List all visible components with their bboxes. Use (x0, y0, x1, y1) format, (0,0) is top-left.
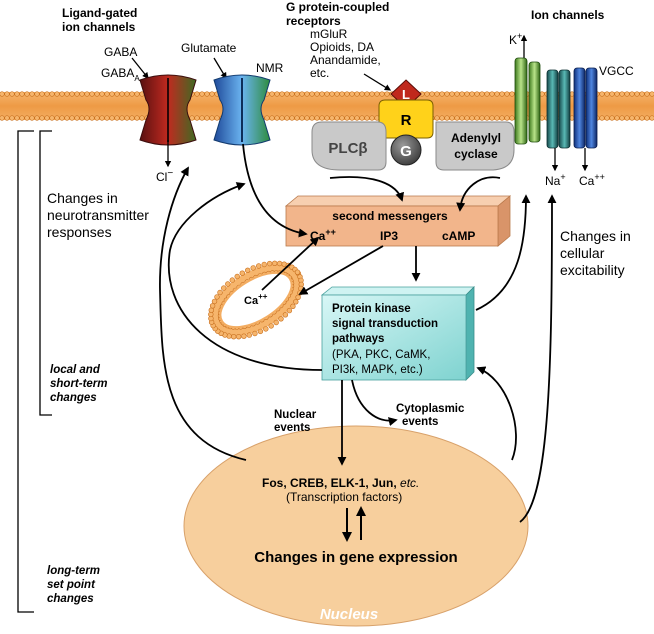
glutamate-label: Glutamate (181, 41, 237, 55)
gpcr-ligand-arrow (363, 73, 392, 91)
nuclear-events-label: Nuclear (274, 409, 317, 421)
cl-label: Cl− (156, 168, 173, 184)
nuclear-events-label-2: events (274, 422, 310, 434)
plc-label: PLCβ (328, 140, 367, 157)
gabaa-label: GABAA (101, 66, 140, 83)
long-term-label: long-term (47, 565, 100, 577)
er-to-ca-arrow (261, 236, 320, 291)
na-channel (546, 69, 571, 149)
na-label: Na+ (545, 172, 566, 188)
ligand-gated-header: Ligand-gated (62, 6, 137, 20)
kinase-line-1: Protein kinase (332, 303, 411, 315)
local-changes-label: local and (50, 364, 101, 376)
nt-responses-label-3: responses (47, 224, 112, 240)
nt-responses-label-2: neurotransmitter (47, 207, 149, 223)
gpcr-header-2: receptors (286, 14, 341, 28)
gpcr-header: G protein-coupled (286, 0, 389, 14)
tf-line-1: Fos, CREB, ELK-1, Jun, etc. (262, 476, 419, 490)
receptor-r-label: R (401, 112, 412, 129)
kinase-line-5: PI3k, MAPK, etc.) (332, 364, 423, 376)
kinase-to-nmr-feedback (167, 182, 323, 371)
nucleus-to-kinase-feedback (476, 366, 517, 461)
inner-bracket (39, 130, 52, 416)
cyclase-label: cyclase (454, 147, 498, 161)
g-protein-label: G (400, 143, 412, 160)
gene-expression-label: Changes in gene expression (254, 549, 457, 566)
second-messengers-title: second messengers (332, 209, 448, 223)
ip3-to-er-arrow (298, 245, 384, 295)
long-term-label-2: set point (47, 579, 96, 591)
nmr-to-ca-arrow (242, 143, 308, 238)
ligand-gated-header-2: ion channels (62, 20, 136, 34)
local-changes-label-2: short-term (50, 378, 108, 390)
k-channel (514, 57, 541, 145)
cyto-events-label: Cytoplasmic (396, 403, 465, 415)
vgcc-label: VGCC (599, 64, 634, 78)
gpcr-ligand-4: etc. (310, 66, 329, 80)
nucleus: Fos, CREB, ELK-1, Jun, etc. (Transcripti… (183, 425, 529, 627)
gabaa-receptor (139, 74, 197, 146)
k-label: K+ (509, 31, 522, 47)
nt-responses-label: Changes in (47, 190, 118, 206)
second-messengers-box: second messengers Ca++ IP3 cAMP (284, 195, 512, 247)
sm-ip3-label: IP3 (380, 229, 398, 243)
tf-line-2: (Transcription factors) (286, 490, 402, 504)
local-changes-label-3: changes (50, 392, 97, 404)
ca-channel (573, 67, 598, 149)
nmr-label: NMR (256, 61, 284, 75)
long-term-label-3: changes (47, 593, 94, 605)
nucleus-to-ca-feedback (519, 194, 557, 523)
kinase-line-3: pathways (332, 333, 384, 345)
kinase-to-k-feedback (475, 194, 531, 311)
ca-label: Ca++ (579, 172, 605, 188)
glutamate-arrow (213, 57, 227, 80)
er-ca-label: Ca++ (244, 292, 268, 307)
excitability-label-2: cellular (560, 245, 605, 261)
nmr-receptor (213, 74, 271, 146)
outer-bracket (17, 130, 34, 613)
ac-to-camp-arrow (456, 176, 501, 212)
gpcr-ligand-1: mGluR (310, 27, 348, 41)
endoplasmic-reticulum: Ca++ (208, 260, 304, 340)
protein-kinase-box: Protein kinase signal transduction pathw… (320, 286, 475, 381)
plc-enzyme: PLCβ (311, 121, 387, 171)
g-protein (390, 134, 422, 166)
ion-channels-header: Ion channels (531, 8, 605, 22)
plc-to-messengers-arrow (329, 176, 404, 202)
kinase-line-4: (PKA, PKC, CaMK, (332, 349, 430, 361)
receptor-r-body (378, 99, 434, 139)
excitability-label: Changes in (560, 228, 631, 244)
gpcr-receptor: L R G (378, 79, 434, 166)
gaba-label: GABA (104, 45, 137, 59)
nucleus-to-gaba-feedback (159, 166, 247, 461)
excitability-label-3: excitability (560, 262, 625, 278)
adenylyl-label: Adenylyl (451, 131, 501, 145)
flow-arrows (159, 143, 557, 523)
sm-camp-label: cAMP (442, 229, 475, 243)
adenylyl-cyclase: Adenylyl cyclase (435, 121, 515, 171)
gpcr-ligand-3: Anandamide, (310, 53, 381, 67)
ligand-l-label: L (402, 87, 410, 102)
nucleus-label: Nucleus (320, 606, 378, 623)
kinase-line-2: signal transduction (332, 318, 438, 330)
gpcr-ligand-2: Opioids, DA (310, 40, 374, 54)
cyto-events-label-2: events (402, 416, 438, 428)
gaba-arrow (131, 57, 149, 80)
kinase-to-cyto-arrow (351, 379, 398, 426)
